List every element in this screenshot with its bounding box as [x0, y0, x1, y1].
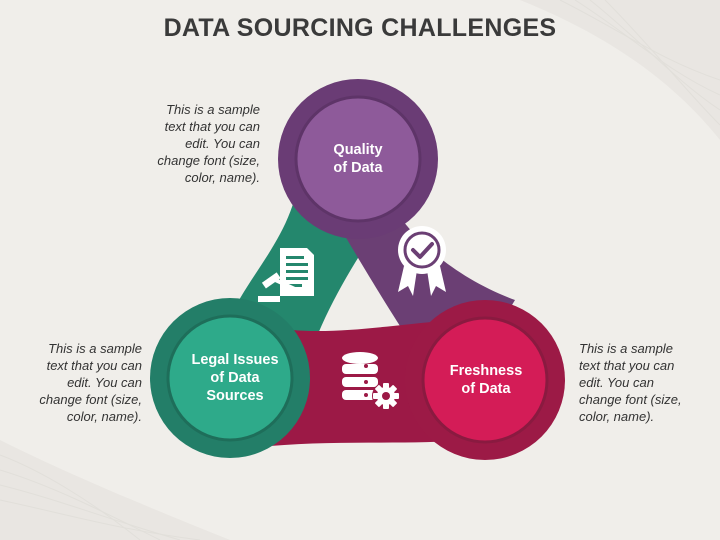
label-line: Freshness: [449, 363, 523, 379]
label-freshness-of-data: Freshness of Data: [428, 352, 544, 408]
quality-badge-check-icon: [398, 226, 446, 296]
description-bottom-left: This is a sample text that you can edit.…: [20, 340, 142, 425]
label-quality-of-data: Quality of Data: [303, 131, 413, 187]
label-legal-issues: Legal Issues of Data Sources: [177, 340, 293, 416]
description-line: color, name).: [184, 170, 260, 185]
legal-document-gavel-icon: [258, 248, 314, 302]
page-title: DATA SOURCING CHALLENGES: [163, 14, 557, 42]
database-gear-icon: [342, 352, 400, 410]
label-line: Legal Issues: [191, 352, 279, 368]
description-line: edit. You can: [579, 375, 654, 390]
description-line: text that you can: [579, 358, 675, 373]
description-line: edit. You can: [67, 375, 142, 390]
description-line: text that you can: [164, 119, 260, 134]
description-line: This is a sample: [579, 341, 673, 356]
description-line: color, name).: [579, 409, 655, 424]
label-line: Quality: [333, 142, 383, 158]
description-top-left: This is a sample text that you can edit.…: [120, 101, 260, 186]
description-bottom-right: This is a sample text that you can edit.…: [579, 340, 709, 425]
description-line: change font (size,: [39, 392, 142, 407]
description-line: change font (size,: [579, 392, 682, 407]
description-line: edit. You can: [185, 136, 260, 151]
description-line: This is a sample: [166, 102, 260, 117]
description-line: text that you can: [46, 358, 142, 373]
description-line: color, name).: [66, 409, 142, 424]
label-line: of Data: [333, 160, 383, 176]
node-quality-of-data: [294, 95, 422, 223]
label-line: of Data: [461, 381, 511, 397]
label-line: Sources: [206, 388, 264, 404]
label-line: of Data: [210, 370, 260, 386]
description-line: change font (size,: [157, 153, 260, 168]
node-freshness-of-data: [421, 316, 549, 444]
description-line: This is a sample: [48, 341, 142, 356]
node-legal-issues: [166, 314, 294, 442]
